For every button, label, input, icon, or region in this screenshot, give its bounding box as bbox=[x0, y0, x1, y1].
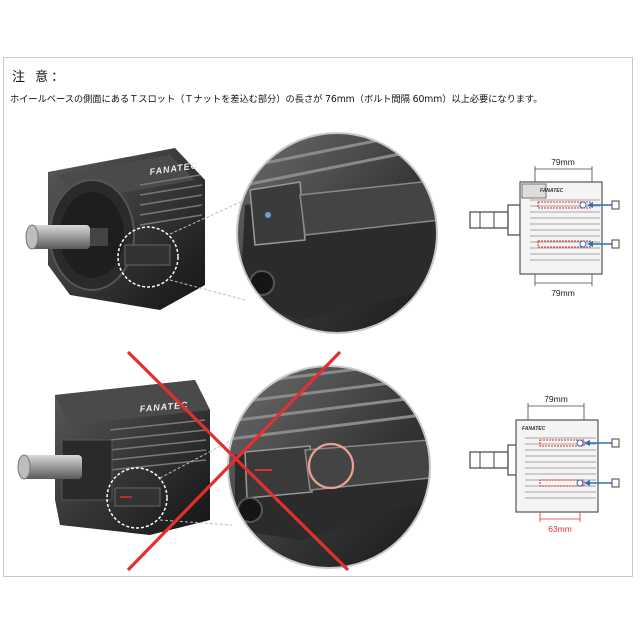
bottom-wheelbase-photo: FANATEC bbox=[17, 380, 210, 535]
bottom-shaft bbox=[22, 455, 82, 479]
incorrect-cross-mark bbox=[126, 350, 350, 572]
top-wheelbase-photo: FANATEC bbox=[25, 148, 205, 310]
top-zoom-connector bbox=[169, 199, 246, 301]
top-shaft bbox=[30, 225, 90, 249]
top-zoom-circle: S-40 05 bbox=[230, 132, 438, 334]
bottom-diagram-dim-bottom: 63mm bbox=[548, 524, 572, 534]
bottom-zoom-connector bbox=[159, 439, 233, 526]
notice-text: ホイールベースの側面にあるＴスロット（Ｔナットを差込む部分）の長さが 76mm（… bbox=[10, 94, 543, 105]
notice-title: 注 意： bbox=[12, 70, 68, 85]
bottom-diagram-dim-top: 79mm bbox=[544, 394, 568, 404]
top-diagram-brand: FANATEC bbox=[540, 188, 564, 194]
bottom-dimension-diagram: FANATEC 79mm 63mm bbox=[469, 394, 620, 534]
top-slot-highlight bbox=[117, 226, 179, 288]
top-diagram-dim-top: 79mm bbox=[551, 157, 575, 167]
bottom-zoom-slot-highlight bbox=[307, 442, 355, 490]
svg-text:S-40 05: S-40 05 bbox=[230, 152, 243, 179]
top-dimension-diagram: FANATEC 79mm 79mm bbox=[469, 157, 620, 298]
bottom-zoom-circle bbox=[227, 365, 431, 569]
top-diagram-dim-bottom: 79mm bbox=[551, 288, 575, 298]
bottom-diagram-brand: FANATEC bbox=[522, 426, 546, 432]
bottom-brand-logo: FANATEC bbox=[139, 400, 189, 414]
bottom-slot-highlight bbox=[106, 467, 168, 529]
